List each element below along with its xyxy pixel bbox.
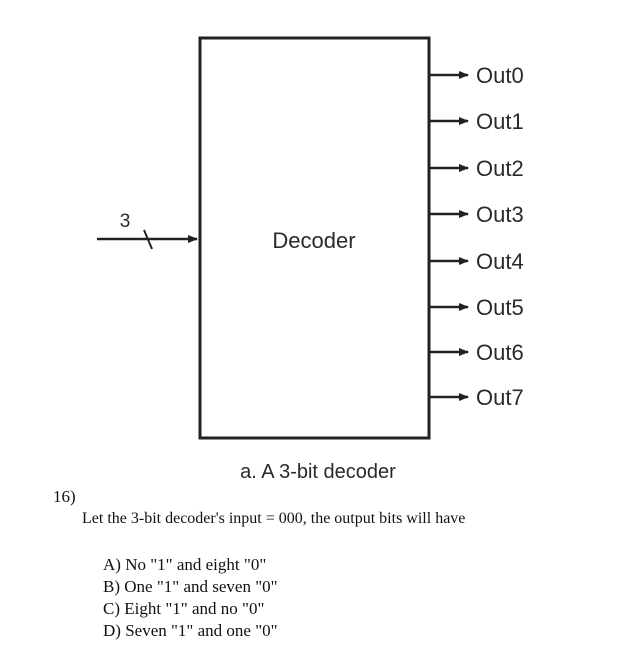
output-label-4: Out4 xyxy=(476,249,524,274)
option-a[interactable]: A) No "1" and eight "0" xyxy=(103,555,267,574)
input-width-label: 3 xyxy=(120,211,131,232)
output-label-2: Out2 xyxy=(476,156,524,181)
output-label-6: Out6 xyxy=(476,340,524,365)
decoder-block xyxy=(198,36,431,440)
option-d[interactable]: D) Seven "1" and one "0" xyxy=(103,621,278,640)
bus-width-slash xyxy=(143,229,153,250)
option-c[interactable]: C) Eight "1" and no "0" xyxy=(103,599,265,618)
output-label-5: Out5 xyxy=(476,295,524,320)
output-label-1: Out1 xyxy=(476,109,524,134)
output-label-7: Out7 xyxy=(476,385,524,410)
question-text: Let the 3-bit decoder's input = 000, the… xyxy=(82,510,466,527)
question-number: 16) xyxy=(53,487,76,506)
output-label-0: Out0 xyxy=(476,63,524,88)
answer-options: A) No "1" and eight "0" B) One "1" and s… xyxy=(103,554,278,642)
decoder-diagram: Decoder 3 Out0 Out1 Out2 Out3 Out4 Out5 … xyxy=(97,36,524,483)
option-b[interactable]: B) One "1" and seven "0" xyxy=(103,577,278,596)
output-label-3: Out3 xyxy=(476,202,524,227)
diagram-caption: a. A 3-bit decoder xyxy=(240,461,396,483)
decoder-label: Decoder xyxy=(272,228,355,253)
output-lines: Out0 Out1 Out2 Out3 Out4 Out5 Out6 Out7 xyxy=(429,63,524,410)
